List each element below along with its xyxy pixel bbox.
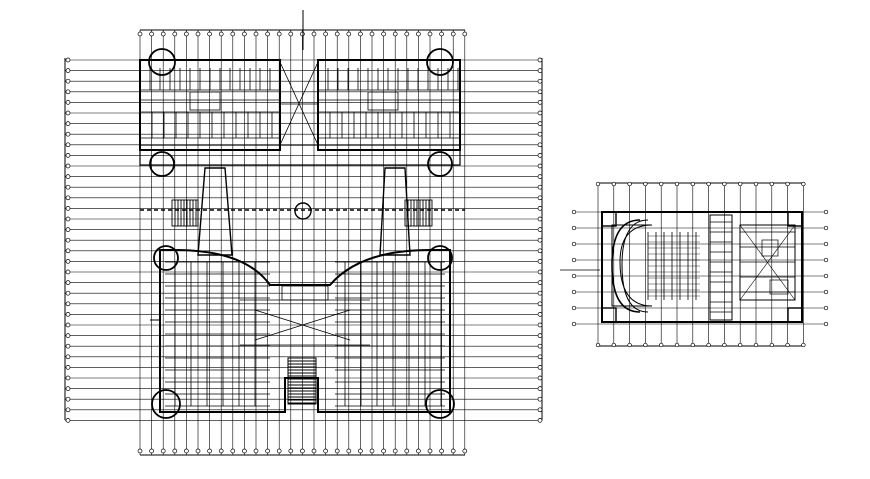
secondary-rooms (710, 221, 795, 313)
north-wing-rooms (140, 68, 460, 139)
central-stair (287, 357, 317, 405)
north-wing (139, 48, 461, 177)
secondary-building (560, 211, 803, 323)
main-floor-plan (64, 10, 543, 456)
secondary-floor-plan (560, 181, 829, 348)
north-atrium (279, 61, 319, 146)
secondary-grid-bubbles (571, 181, 829, 348)
wing-connectors (140, 10, 465, 256)
auditorium-seating (647, 232, 700, 300)
side-stairs (171, 199, 433, 227)
main-grid-bubbles (65, 31, 543, 454)
south-wing-rooms (165, 261, 445, 407)
south-wing (150, 245, 455, 419)
main-grid-lines (64, 29, 543, 456)
